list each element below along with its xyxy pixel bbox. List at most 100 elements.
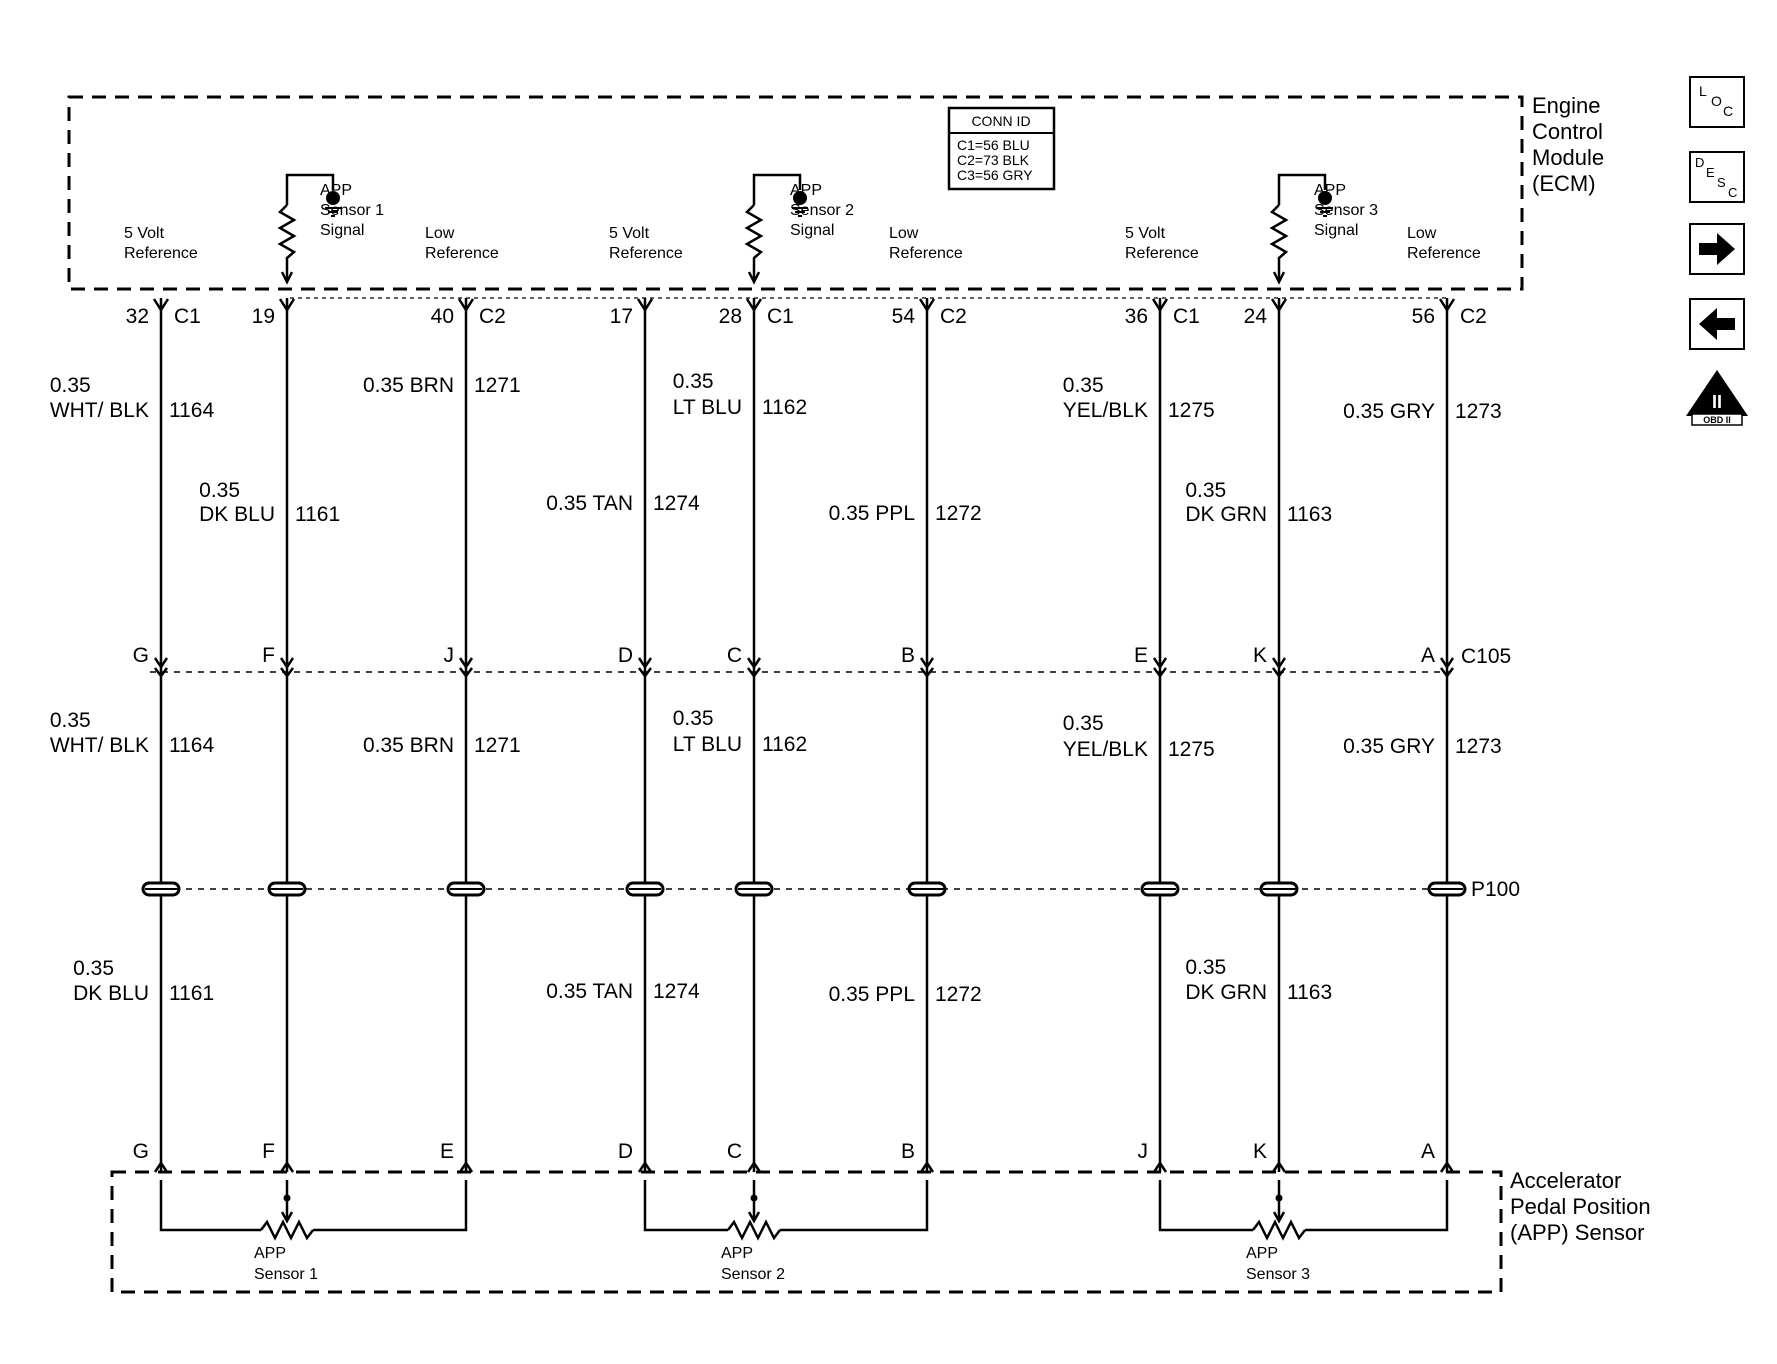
- c105-pin-letter: K: [1253, 644, 1267, 667]
- wire-color: 0.35 PPL: [829, 502, 915, 525]
- circuit-19: [267, 298, 307, 1173]
- wire-gauge: 0.35: [199, 479, 240, 502]
- app-sensor-element-label: Sensor 2: [721, 1266, 785, 1283]
- app-sensor-element-label: Sensor 1: [254, 1266, 318, 1283]
- ecm-pin-label: Sensor 3: [1314, 202, 1378, 219]
- next-page-button[interactable]: [1689, 223, 1745, 275]
- wire-color: LT BLU: [673, 396, 742, 419]
- circuit-number: 1274: [653, 492, 700, 515]
- c105-pin-letter: C: [727, 644, 742, 667]
- conn-id-line: C1=56 BLU: [957, 137, 1030, 153]
- app-sensor-element-label: APP: [1246, 1245, 1278, 1262]
- wire-color: DK BLU: [73, 982, 149, 1005]
- circuit-number: 1273: [1455, 400, 1502, 423]
- ecm-connector-id: C2: [479, 305, 506, 328]
- obd-ii-button[interactable]: II OBD II: [1684, 368, 1750, 426]
- ground-lead: [752, 173, 802, 205]
- wire-gauge: 0.35: [1063, 374, 1104, 397]
- location-icon: L O C: [1699, 83, 1733, 119]
- wire-gauge: 0.35: [673, 370, 714, 393]
- wiper-arrow: [747, 1211, 761, 1224]
- sensor-lead: [1158, 1180, 1253, 1232]
- sensor-terminal: [1439, 1160, 1455, 1173]
- wire-color: 0.35 TAN: [546, 980, 633, 1003]
- ecm-connector-id: C2: [940, 305, 967, 328]
- ecm-pin-number: 24: [1244, 305, 1268, 328]
- wire-color: 0.35 BRN: [363, 374, 454, 397]
- c105-terminal: [279, 657, 295, 670]
- c105-terminal: [1439, 657, 1455, 670]
- sensor-terminal: [637, 1160, 653, 1173]
- c105-terminal: [919, 657, 935, 670]
- wiper-arrow: [1272, 1211, 1286, 1224]
- ecm-pin-label: Reference: [1407, 245, 1481, 262]
- circuit-number: 1275: [1168, 399, 1215, 422]
- circuit-number: 1271: [474, 374, 521, 397]
- ecm-pin-label: Low: [425, 225, 455, 242]
- ecm-pin-number: 36: [1125, 305, 1148, 328]
- ecm-pin-number: 56: [1412, 305, 1435, 328]
- c105-pin-letter: E: [1134, 644, 1148, 667]
- arrow-right-icon: [1699, 233, 1735, 265]
- conn-id-line: C2=73 BLK: [957, 152, 1030, 168]
- ecm-title: Control: [1532, 119, 1603, 144]
- svg-text:O: O: [1711, 93, 1722, 109]
- ecm-pin-label: Reference: [609, 245, 683, 262]
- wire-gauge: 0.35: [1185, 479, 1226, 502]
- potentiometer: [1252, 1219, 1306, 1241]
- ecm-pin-label: Signal: [1314, 222, 1358, 239]
- c105-terminal: [458, 657, 474, 670]
- svg-text:S: S: [1717, 175, 1726, 190]
- ecm-pin-label: Reference: [124, 245, 198, 262]
- ground-dot: [1318, 191, 1332, 205]
- wire-gauge: 0.35: [50, 709, 91, 732]
- ecm-connector-id: C2: [1460, 305, 1487, 328]
- sensor-pin-letter: K: [1253, 1140, 1267, 1163]
- c105-terminal: [153, 657, 169, 670]
- ground-dot: [326, 191, 340, 205]
- ecm-pin-label: 5 Volt: [609, 225, 650, 242]
- sensor-pin-letter: J: [1138, 1140, 1149, 1163]
- wire-color: DK BLU: [199, 503, 275, 526]
- wire-color: YEL/BLK: [1063, 738, 1148, 761]
- conn-id-box: [947, 106, 1056, 191]
- circuit-number: 1272: [935, 502, 982, 525]
- ecm-title: Engine: [1532, 93, 1601, 118]
- pullup-resistor: [744, 204, 764, 280]
- location-view-button[interactable]: L O C: [1689, 76, 1745, 128]
- ecm-connector-id: C1: [1173, 305, 1200, 328]
- description-view-button[interactable]: D E S C: [1689, 151, 1745, 203]
- svg-text:E: E: [1706, 165, 1715, 180]
- svg-text:II: II: [1712, 392, 1722, 412]
- app-sensor-element-label: APP: [721, 1245, 753, 1262]
- sensor-pin-letter: B: [901, 1140, 915, 1163]
- sensor-pin-letter: C: [727, 1140, 742, 1163]
- ground-lead: [1277, 173, 1327, 205]
- wire-color: DK GRN: [1185, 981, 1267, 1004]
- previous-page-button[interactable]: [1689, 298, 1745, 350]
- circuit-36: [1140, 298, 1180, 1173]
- circuit-number: 1161: [295, 503, 340, 526]
- wire-color: 0.35 TAN: [546, 492, 633, 515]
- ecm-connector-id: C1: [174, 305, 201, 328]
- app-sensor-element-label: APP: [254, 1245, 286, 1262]
- circuit-number: 1164: [169, 734, 214, 757]
- c105-terminal: [746, 657, 762, 670]
- c105-pin-letter: J: [444, 644, 455, 667]
- ecm-pin-label: Low: [1407, 225, 1437, 242]
- circuit-number: 1274: [653, 980, 700, 1003]
- sensor-terminal: [919, 1160, 935, 1173]
- circuit-number: 1164: [169, 399, 214, 422]
- wire-color: LT BLU: [673, 733, 742, 756]
- wire-color: DK GRN: [1185, 503, 1267, 526]
- app-sensor-title: Pedal Position: [1510, 1194, 1651, 1219]
- c105-pin-letter: D: [618, 644, 633, 667]
- wire-color: 0.35 GRY: [1343, 400, 1435, 423]
- wire-color: WHT/ BLK: [50, 734, 149, 757]
- svg-text:C: C: [1728, 185, 1737, 200]
- circuit-24: [1259, 298, 1299, 1173]
- c105-pin-letter: B: [901, 644, 915, 667]
- wiper-arrow: [280, 1211, 294, 1224]
- wire-gauge: 0.35: [73, 957, 114, 980]
- ecm-pin-label: Sensor 2: [790, 202, 854, 219]
